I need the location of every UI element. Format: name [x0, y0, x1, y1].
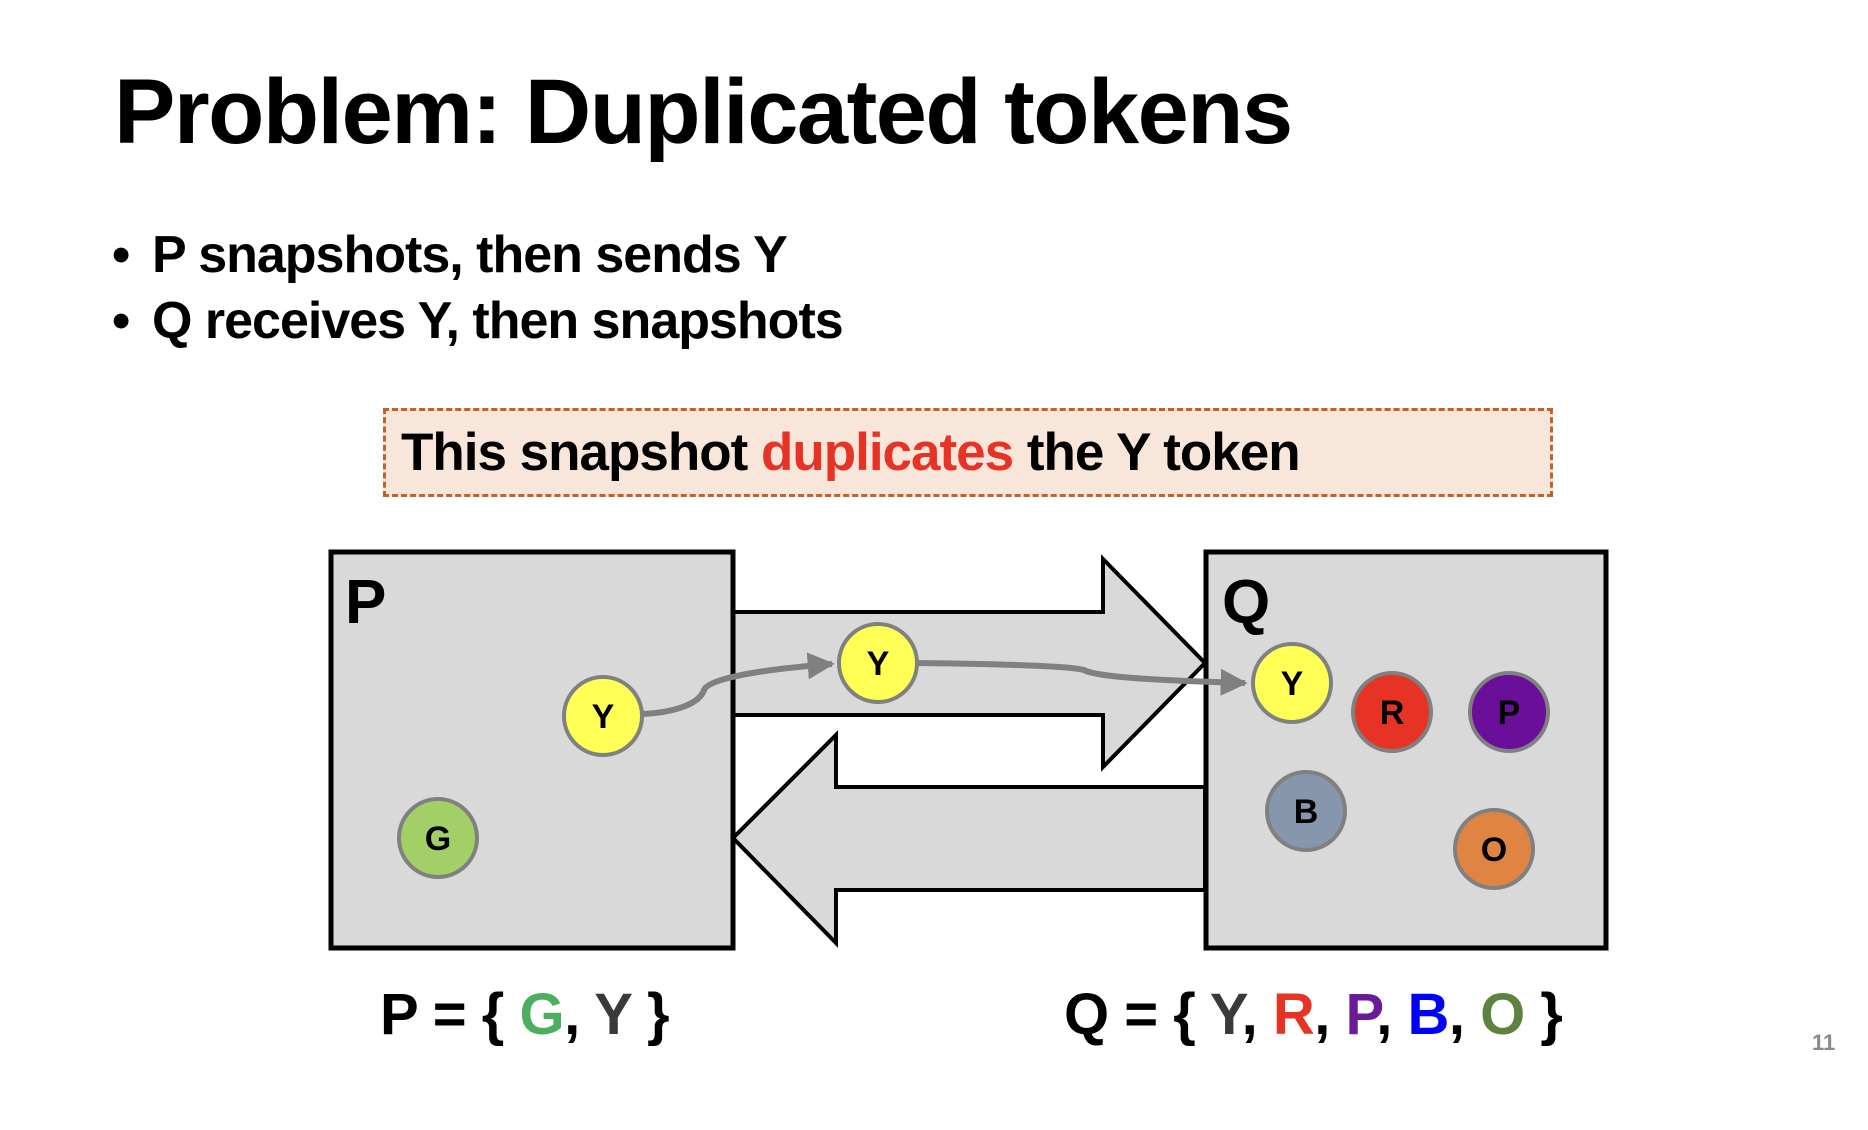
process-p-box: [328, 549, 736, 951]
set-item-y: Y: [1209, 982, 1242, 1047]
set-separator: ,: [1448, 982, 1481, 1047]
process-q-label: Q: [1222, 568, 1270, 637]
callout-text-after: the Y token: [1013, 423, 1301, 482]
set-prefix: Q = {: [1064, 982, 1210, 1047]
set-prefix: P = {: [380, 982, 520, 1047]
set-separator: ,: [1241, 982, 1273, 1047]
token-label: Y: [867, 645, 890, 683]
token-y-in-p: Y: [562, 675, 644, 757]
set-item-g: G: [519, 982, 565, 1047]
set-item-b: B: [1407, 982, 1449, 1047]
token-path-channel-to-q: [917, 660, 1248, 696]
bullet-item: • P snapshots, then sends Y: [112, 222, 843, 288]
callout-text: This snapshot duplicates the Y token: [401, 423, 1301, 483]
token-y-in-q: Y: [1251, 642, 1333, 724]
token-circle: [837, 622, 919, 704]
set-separator: ,: [564, 982, 595, 1047]
token-label: R: [1380, 694, 1405, 732]
set-item-r: R: [1272, 982, 1315, 1047]
page-number: 11: [1812, 1030, 1836, 1055]
set-separator: ,: [1376, 982, 1408, 1047]
set-suffix: }: [1524, 982, 1563, 1047]
bullet-list: • P snapshots, then sends Y • Q receives Y…: [112, 222, 844, 354]
token-label: Y: [1281, 665, 1304, 703]
token-y-in-channel: Y: [837, 622, 919, 704]
token-circle: [1265, 770, 1347, 852]
set-item-o: O: [1480, 982, 1525, 1047]
p-snapshot-set: P = { G, Y }: [380, 986, 670, 1044]
bullet-icon: •: [112, 226, 130, 284]
token-circle: [1453, 808, 1535, 890]
token-label: B: [1294, 793, 1319, 831]
token-circle: [562, 675, 644, 757]
token-circle: [397, 797, 479, 879]
callout-text-before: This snapshot: [401, 423, 761, 482]
token-o-in-q: O: [1453, 808, 1535, 890]
token-label: G: [425, 820, 451, 858]
channel-q-to-p-arrow: [730, 730, 1207, 948]
bullet-text: P snapshots, then sends Y: [152, 226, 788, 284]
set-item-p: P: [1345, 982, 1377, 1047]
token-p-in-q: P: [1468, 671, 1550, 753]
token-label: P: [1498, 694, 1521, 732]
token-label: Y: [592, 698, 615, 736]
token-path-p-to-channel: [642, 652, 835, 717]
token-g-in-p: G: [397, 797, 479, 879]
bullet-icon: •: [112, 292, 130, 350]
token-circle: [1351, 671, 1433, 753]
set-suffix: }: [631, 982, 670, 1047]
token-b-in-q: B: [1265, 770, 1347, 852]
set-item-y: Y: [594, 982, 632, 1047]
token-circle: [1251, 642, 1333, 724]
token-label: O: [1481, 831, 1507, 869]
process-p-label: P: [345, 568, 386, 637]
callout-box: This snapshot duplicates the Y token: [383, 408, 1553, 497]
token-r-in-q: R: [1351, 671, 1433, 753]
callout-highlight: duplicates: [760, 423, 1014, 482]
bullet-text: Q receives Y, then snapshots: [152, 292, 844, 350]
slide-title: Problem: Duplicated tokens: [114, 61, 1293, 163]
q-snapshot-set: Q = { Y, R, P, B, O }: [1064, 986, 1563, 1044]
set-separator: ,: [1314, 982, 1346, 1047]
bullet-item: • Q receives Y, then snapshots: [112, 288, 844, 354]
token-circle: [1468, 671, 1550, 753]
